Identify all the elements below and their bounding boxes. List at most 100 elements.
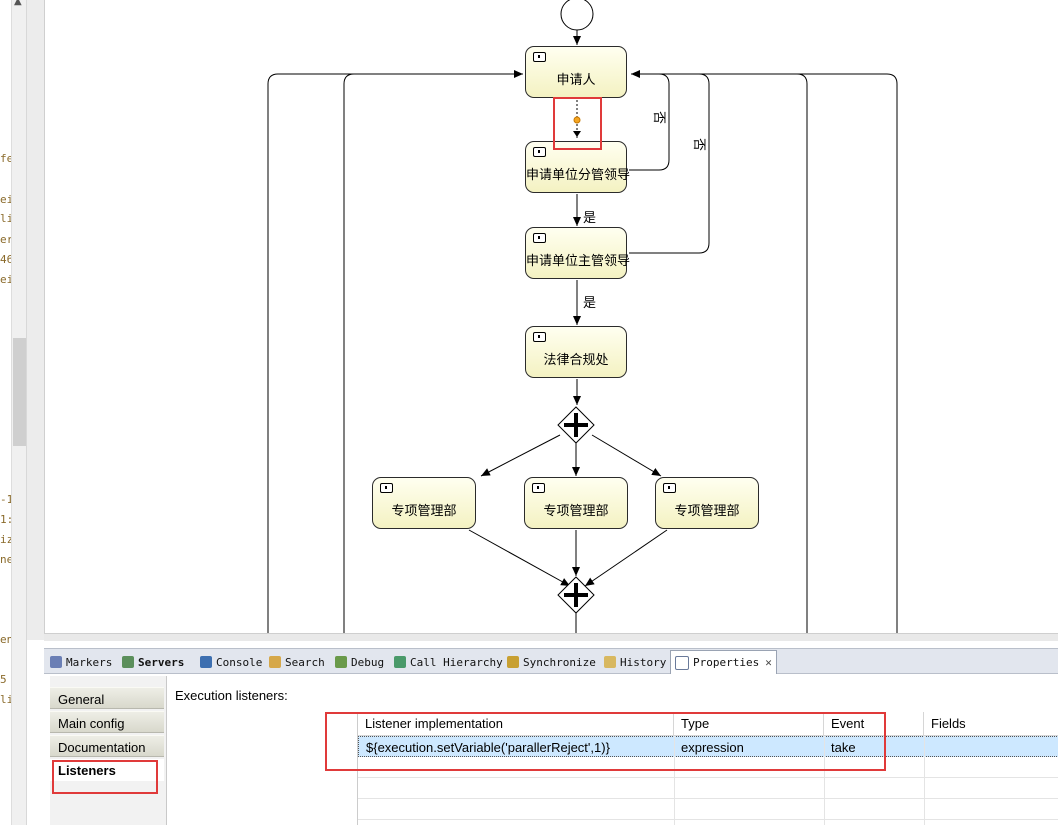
task-dept-mid[interactable]: 专项管理部: [524, 477, 628, 529]
cell-impl: ${execution.setVariable('parallerReject'…: [366, 740, 610, 755]
nav-general[interactable]: General: [50, 687, 164, 709]
tab-label: Console: [216, 655, 263, 669]
tab-call-hierarchy[interactable]: Call Hierarchy: [394, 652, 503, 672]
table-row[interactable]: [358, 778, 1058, 799]
task-chief-leader[interactable]: 申请单位主管领导: [525, 227, 631, 279]
column-header-fields[interactable]: Fields: [924, 712, 1058, 736]
view-tab-bar: Markers Servers Console Search Debug Cal…: [44, 648, 1058, 674]
tab-history[interactable]: History: [604, 652, 666, 672]
search-icon: [269, 656, 281, 668]
column-divider: [674, 736, 675, 825]
gutter-fragment: 5: [0, 673, 7, 686]
section-label: Execution listeners:: [175, 688, 288, 703]
table-row[interactable]: ${execution.setVariable('parallerReject'…: [358, 736, 1058, 757]
condition-label-no[interactable]: 否: [692, 137, 708, 152]
task-label: 专项管理部: [391, 503, 457, 518]
parallel-gateway-split[interactable]: [557, 406, 595, 444]
properties-nav: General Main config Documentation Listen…: [50, 676, 167, 825]
scroll-up-icon[interactable]: ▲: [14, 0, 22, 7]
user-task-icon: [380, 483, 393, 493]
tab-label: Debug: [351, 655, 385, 669]
tab-properties[interactable]: Properties ✕: [670, 650, 777, 674]
tab-label: Search: [285, 655, 325, 669]
close-icon[interactable]: ✕: [765, 656, 772, 669]
task-dept-right[interactable]: 专项管理部: [655, 477, 759, 529]
markers-icon: [50, 656, 62, 668]
tab-label: Synchronize: [523, 655, 596, 669]
highlight-annotation: [553, 97, 602, 150]
task-label: 申请人: [556, 72, 596, 87]
gutter-fragment: li: [0, 212, 14, 225]
tab-search[interactable]: Search: [269, 652, 325, 672]
servers-icon: [122, 656, 134, 668]
tab-servers[interactable]: Servers: [122, 652, 184, 672]
flow-bendpoint-handle[interactable]: [573, 116, 581, 124]
task-apply[interactable]: 申请人: [525, 46, 627, 98]
properties-panel: General Main config Documentation Listen…: [44, 674, 1058, 825]
nav-main-config[interactable]: Main config: [50, 711, 164, 733]
gutter-fragment: ei: [0, 273, 14, 286]
debug-icon: [335, 656, 347, 668]
task-label: 申请单位主管领导: [526, 253, 631, 268]
user-task-icon: [533, 147, 546, 157]
column-header-event[interactable]: Event: [824, 712, 924, 736]
task-label: 申请单位分管领导: [526, 167, 631, 182]
canvas-scroll-edge: [44, 633, 1058, 641]
task-label: 专项管理部: [674, 503, 740, 518]
tab-label: Call Hierarchy: [410, 655, 503, 669]
column-divider: [824, 736, 825, 825]
highlight-annotation: [52, 760, 158, 794]
condition-label-yes[interactable]: 是: [583, 295, 597, 310]
column-divider: [924, 736, 925, 825]
condition-label-no[interactable]: 否: [652, 110, 668, 125]
bpmn-canvas[interactable]: 申请人 申请单位分管领导 申请单位主管领导 法律合规处 专项管理部 专项管理部 …: [44, 0, 1058, 633]
editor-separator: [27, 0, 44, 640]
gutter-fragment: 46: [0, 253, 14, 266]
condition-label-yes[interactable]: 是: [583, 210, 597, 225]
tab-label: Markers: [66, 655, 113, 669]
synchronize-icon: [507, 656, 519, 668]
scrollbar-thumb[interactable]: [13, 338, 26, 446]
tab-label: History: [620, 655, 667, 669]
tab-markers[interactable]: Markers: [50, 652, 112, 672]
user-task-icon: [663, 483, 676, 493]
gutter-fragment: ei: [0, 193, 14, 206]
task-legal[interactable]: 法律合规处: [525, 326, 627, 378]
gutter-fragment: -1: [0, 493, 14, 506]
gutter-fragment: ne: [0, 553, 14, 566]
tab-console[interactable]: Console: [200, 652, 262, 672]
table-row[interactable]: [358, 757, 1058, 778]
task-division-leader[interactable]: 申请单位分管领导: [525, 141, 631, 193]
gutter-fragment: 1:: [0, 513, 14, 526]
gutter-fragment: er: [0, 233, 14, 246]
user-task-icon: [533, 332, 546, 342]
task-label: 法律合规处: [543, 352, 609, 367]
nav-documentation[interactable]: Documentation: [50, 735, 164, 757]
table-row[interactable]: [358, 799, 1058, 820]
gutter-fragment: en: [0, 633, 14, 646]
gutter-fragment: fe: [0, 152, 14, 165]
console-icon: [200, 656, 212, 668]
call-hierarchy-icon: [394, 656, 406, 668]
cell-type: expression: [681, 740, 744, 755]
properties-icon: [675, 655, 689, 670]
column-header-type[interactable]: Type: [674, 712, 824, 736]
tab-label: Servers: [138, 655, 185, 669]
task-label: 专项管理部: [543, 503, 609, 518]
history-icon: [604, 656, 616, 668]
parallel-gateway-join[interactable]: [557, 576, 595, 614]
user-task-icon: [532, 483, 545, 493]
editor-scrollbar[interactable]: ▲: [11, 0, 26, 825]
highlight-annotation: [325, 712, 886, 771]
flow-connectors: [267, 0, 898, 633]
editor-gutter: fe ei li er 46 ei -1 1: izl ne en 5 lip …: [0, 0, 27, 825]
user-task-icon: [533, 233, 546, 243]
nav-listeners[interactable]: Listeners: [50, 759, 164, 781]
tab-synchronize[interactable]: Synchronize: [507, 652, 596, 672]
column-header-impl[interactable]: Listener implementation: [358, 712, 674, 736]
cell-event: take: [831, 740, 856, 755]
task-dept-left[interactable]: 专项管理部: [372, 477, 476, 529]
user-task-icon: [533, 52, 546, 62]
tab-label: Properties: [693, 656, 760, 669]
tab-debug[interactable]: Debug: [335, 652, 384, 672]
